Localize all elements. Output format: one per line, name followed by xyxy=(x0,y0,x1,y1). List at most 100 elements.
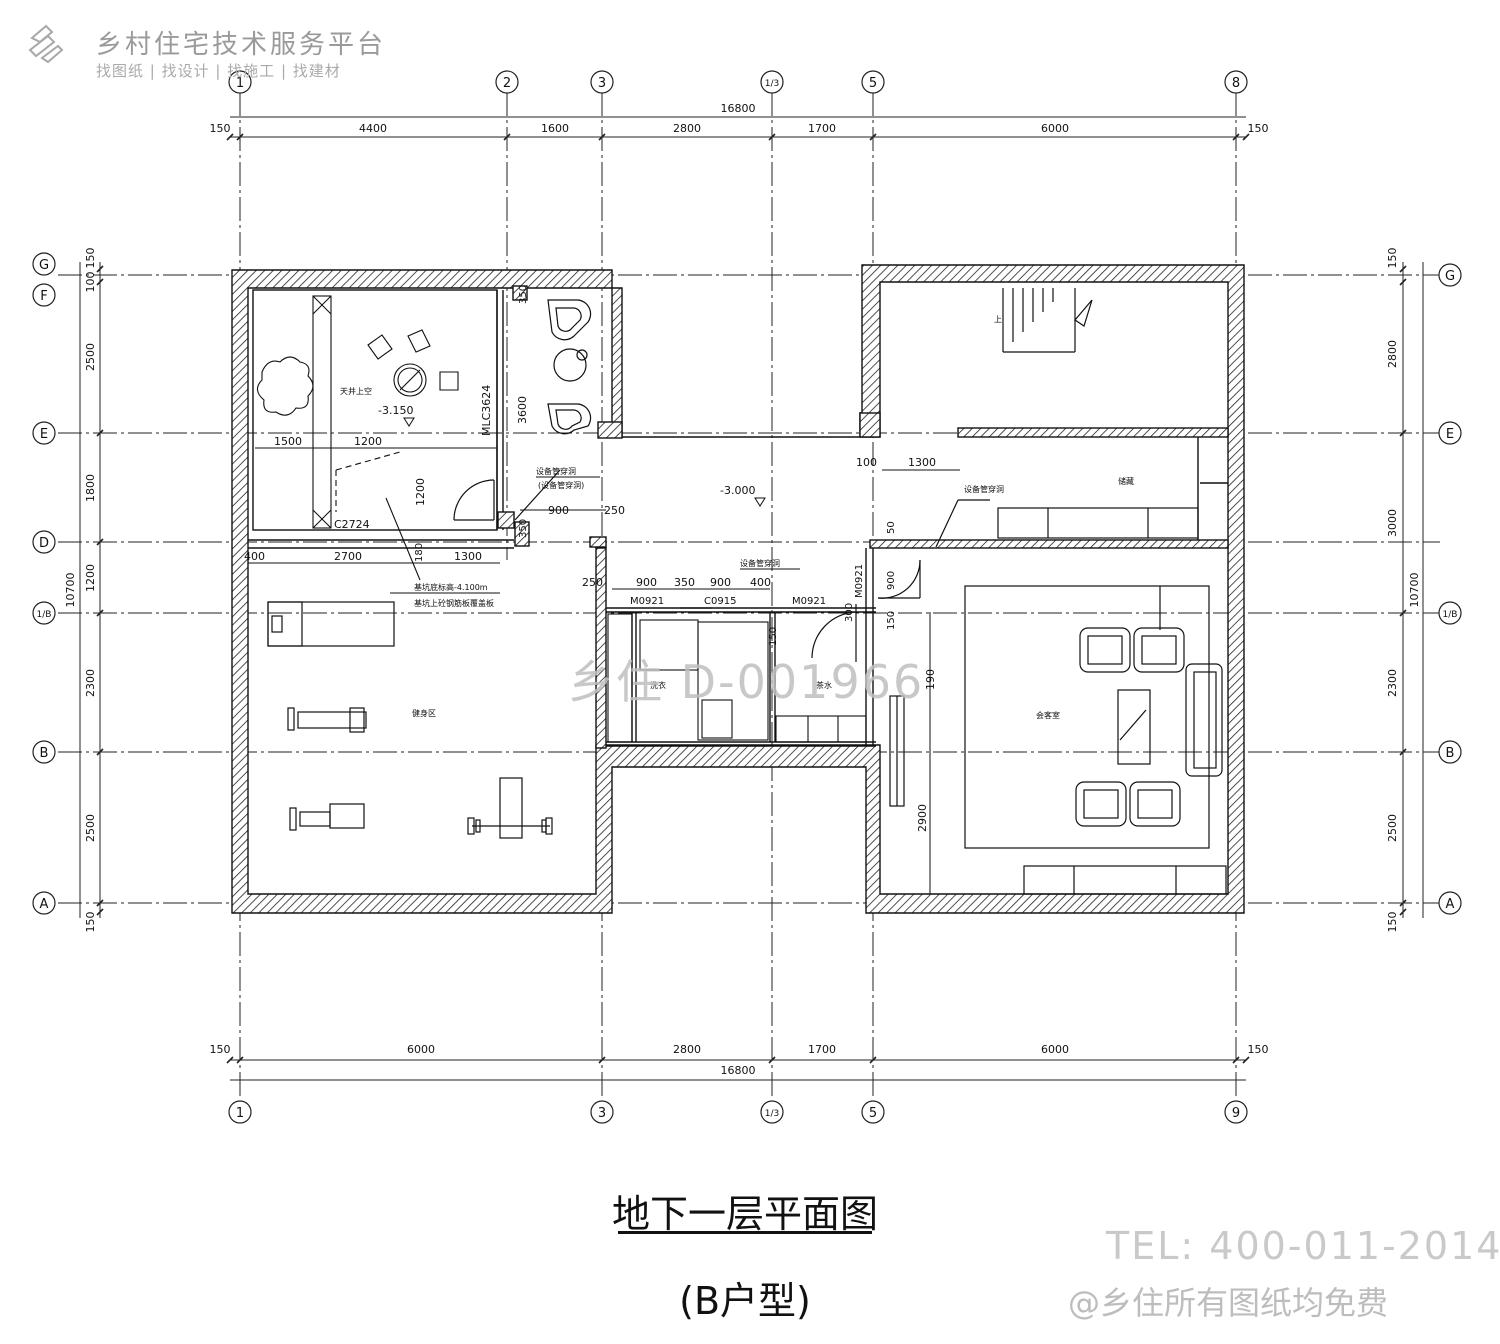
dim-1300: 1300 xyxy=(908,456,936,469)
dim-left-seg: 150 xyxy=(84,912,97,933)
dim-top-seg: 1600 xyxy=(541,122,569,135)
dim-left-seg: 100 xyxy=(84,272,97,293)
dim-top-seg: 150 xyxy=(210,122,231,135)
dim-350: 350 xyxy=(518,285,529,304)
note-equip-b: (设备管穿洞) xyxy=(538,480,584,490)
furniture-chairs xyxy=(547,299,592,435)
dim-3600: 3600 xyxy=(516,396,529,424)
dim-door-row: 900 xyxy=(710,576,731,589)
axis-bubbles xyxy=(32,70,1462,1124)
axis-label-top: 5 xyxy=(869,76,877,91)
stairs xyxy=(1002,288,1093,353)
dim-left-seg: 150 xyxy=(84,248,97,269)
dim-right-seg: 2300 xyxy=(1386,669,1399,697)
axis-label-bottom: 1 xyxy=(236,1106,244,1121)
axis-label-right: A xyxy=(1446,897,1455,912)
dim-top-seg: 2800 xyxy=(673,122,701,135)
dim-d-row: 1300 xyxy=(454,550,482,563)
dim-door-row: 900 xyxy=(636,576,657,589)
axis-labels: 1 2 3 1/3 5 8 1 3 1/3 5 9 G F E D 1/B B … xyxy=(37,76,1458,1121)
dim-bottom-seg: 150 xyxy=(1248,1043,1269,1056)
door-m0921b: M0921 xyxy=(792,596,826,607)
window-mlc3624: MLC3624 xyxy=(480,385,493,436)
dim-right-seg: 3000 xyxy=(1386,509,1399,537)
dim-150: 150 xyxy=(886,611,897,630)
note-equip-c: 设备管穿洞 xyxy=(740,558,780,568)
axis-label-top: 2 xyxy=(503,76,511,91)
axis-label-right: G xyxy=(1445,269,1455,284)
level-main: -3.000 xyxy=(720,484,755,497)
axis-label-left: D xyxy=(39,536,49,551)
dim-bottom-seg: 2800 xyxy=(673,1043,701,1056)
dim-bottom-seg: 6000 xyxy=(407,1043,435,1056)
axis-label-top: 3 xyxy=(598,76,606,91)
axis-label-left: B xyxy=(40,746,49,761)
dim-900v: 900 xyxy=(886,571,897,590)
dim-top-seg: 150 xyxy=(1248,122,1269,135)
axis-label-bottom: 9 xyxy=(1232,1106,1240,1121)
window-c0915: C0915 xyxy=(704,596,736,607)
axis-label-right: E xyxy=(1446,427,1454,442)
dim-left-total: 10700 xyxy=(64,573,77,608)
brand-title: 乡村住宅技术服务平台 xyxy=(96,30,387,60)
axis-label-bottom: 5 xyxy=(869,1106,877,1121)
dim-300: 300 xyxy=(844,603,855,622)
note-equip-d: 设备管穿洞 xyxy=(964,484,1004,494)
dim-50: 50 xyxy=(886,521,897,534)
dim-right-seg: 150 xyxy=(1386,248,1399,269)
room-lounge: 会客室 xyxy=(1036,710,1060,720)
drawing-subtitle: (B户型) xyxy=(679,1279,811,1323)
dim-top-total: 16800 xyxy=(721,102,756,115)
dim-left-seg: 1800 xyxy=(84,474,97,502)
axis-label-left: 1/B xyxy=(37,610,52,620)
door-m0921v: M0921 xyxy=(854,564,865,598)
dim-250a: 250 xyxy=(604,504,625,517)
brand-subtitle: 找图纸 | 找设计 | 找施工 | 找建材 xyxy=(96,62,341,80)
dim-right-total: 10700 xyxy=(1408,573,1421,608)
dim-bottom-seg: 150 xyxy=(210,1043,231,1056)
door-swings xyxy=(453,469,990,662)
drawing-title: 地下一层平面图 xyxy=(611,1192,878,1236)
dimension-texts-vertical: 10700 150 100 2500 1800 1200 2300 2500 1… xyxy=(64,248,1421,933)
dim-d-row: 2700 xyxy=(334,550,362,563)
dim-1200: 1200 xyxy=(354,435,382,448)
note-equip-a: 设备管穿洞 xyxy=(536,466,576,476)
axis-label-top: 1 xyxy=(236,76,244,91)
stair-up-mark: 上 xyxy=(994,315,1002,324)
level-upper: -3.150 xyxy=(378,404,413,417)
dim-left-seg: 2500 xyxy=(84,814,97,842)
footer-free-note: @乡住所有图纸均免费 xyxy=(1068,1284,1389,1322)
note-pit-level: 基坑底标高-4.100m xyxy=(414,582,488,592)
axis-label-left: E xyxy=(40,427,48,442)
axis-label-bottom: 3 xyxy=(598,1106,606,1121)
dim-right-seg: 2800 xyxy=(1386,340,1399,368)
window-c2724: C2724 xyxy=(334,518,370,531)
furniture-lounge xyxy=(889,507,1227,895)
dim-bottom-total: 16800 xyxy=(721,1064,756,1077)
furniture-lightwell xyxy=(256,295,459,581)
dim-100: 100 xyxy=(856,456,877,469)
interior-walls xyxy=(248,285,1229,749)
dim-door-row: 350 xyxy=(674,576,695,589)
dim-top-seg: 6000 xyxy=(1041,122,1069,135)
furniture-gym xyxy=(267,601,553,839)
dim-left-seg: 2500 xyxy=(84,343,97,371)
dim-top-seg: 4400 xyxy=(359,122,387,135)
dim-door-row: 400 xyxy=(750,576,771,589)
room-lightwell: 天井上空 xyxy=(340,386,372,396)
dim-d-row: 180 xyxy=(414,543,425,562)
furniture-laundry xyxy=(607,613,867,743)
axis-label-top: 8 xyxy=(1232,76,1240,91)
dim-d-row: 400 xyxy=(244,550,265,563)
dim-top-seg: 1700 xyxy=(808,122,836,135)
dim-350b: 350 xyxy=(518,519,529,538)
room-laundry: 洗衣 xyxy=(650,680,666,690)
dim-left-seg: 2300 xyxy=(84,669,97,697)
dim-2900: 2900 xyxy=(916,804,929,832)
dim-bottom-seg: 1700 xyxy=(808,1043,836,1056)
axis-label-left: F xyxy=(40,289,47,304)
dim-right-seg: 150 xyxy=(1386,912,1399,933)
axis-label-right: B xyxy=(1446,746,1455,761)
axis-label-top: 1/3 xyxy=(765,79,779,89)
